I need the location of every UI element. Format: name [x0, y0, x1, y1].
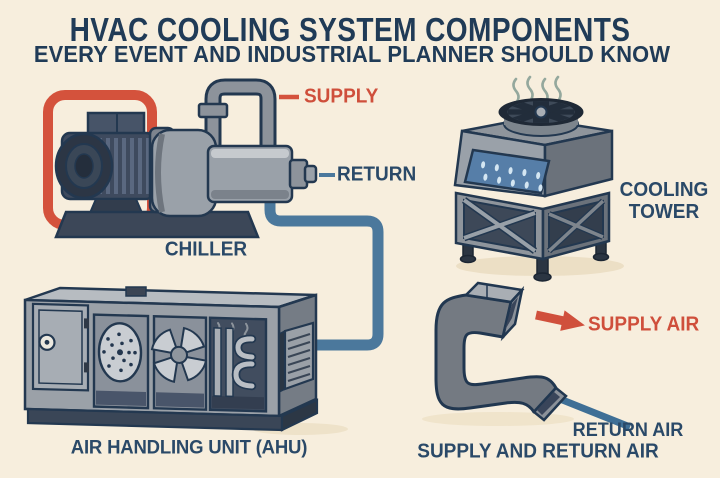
cooling-tower-icon	[453, 75, 614, 282]
return-pipe-icon	[264, 196, 384, 351]
supply-air-arrow-icon	[535, 310, 585, 331]
supply-air-label: SUPPLY AIR	[588, 313, 700, 336]
return-air-line	[558, 395, 632, 431]
return-air-label: RETURN AIR	[572, 420, 684, 441]
cooling-tower-label-line2: TOWER	[628, 201, 700, 223]
chiller-top-pipe	[197, 78, 277, 152]
tower-louver-panel	[463, 148, 551, 195]
ahu-label: AIR HANDLING UNIT (AHU)	[70, 436, 308, 459]
ahu-coil-section	[208, 316, 268, 413]
ahu-filter-section	[92, 313, 150, 410]
cooling-tower-label-line1: COOLING	[619, 179, 709, 201]
heat-squiggles-icon	[512, 75, 562, 105]
page-title: HVAC COOLING SYSTEM COMPONENTS	[69, 11, 631, 48]
ahu-side-vent	[278, 321, 315, 394]
chiller-pump-icon	[43, 78, 335, 239]
return-label: RETURN	[337, 163, 417, 186]
page-subtitle: EVERY EVENT AND INDUSTRIAL PLANNER SHOUL…	[33, 41, 671, 67]
chiller-label: CHILLER	[164, 238, 248, 261]
ahu-fan-section	[150, 315, 208, 411]
duct-icon	[434, 281, 632, 431]
tower-legs	[459, 236, 610, 282]
duct-caption: SUPPLY AND RETURN AIR	[417, 440, 659, 463]
tower-fan	[498, 97, 584, 137]
air-handling-unit-icon	[23, 286, 319, 432]
ahu-door	[31, 302, 90, 392]
supply-label: SUPPLY	[304, 85, 379, 108]
cooling-tower-label: COOLING TOWER	[620, 179, 709, 223]
